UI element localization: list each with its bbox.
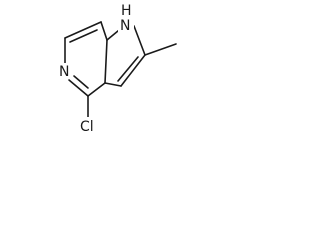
bond-c2-c3	[120, 54, 146, 87]
pyridine-nitrogen-label: N	[59, 64, 69, 80]
bond-n5-c4	[68, 79, 89, 97]
bond-c3a-c7a	[104, 39, 108, 84]
bond-c3-c3a	[104, 82, 122, 87]
nh-hydrogen-label: H	[121, 3, 132, 19]
bond-c4-c3a	[87, 82, 106, 97]
bond-c2-methyl	[144, 43, 177, 56]
bond-c7a-c7	[100, 21, 108, 41]
chlorine-label: Cl	[80, 119, 94, 135]
bond-c2-c3-inner	[117, 56, 139, 82]
bond-c7-c6	[64, 21, 102, 39]
bond-c7-c6-inner	[69, 29, 98, 43]
nh-nitrogen-label: N	[120, 18, 130, 34]
bond-n5-c4-inner	[73, 75, 89, 89]
bond-n1-c2	[133, 25, 146, 56]
chemical-structure-diagram: H N N Cl	[57, 2, 177, 135]
